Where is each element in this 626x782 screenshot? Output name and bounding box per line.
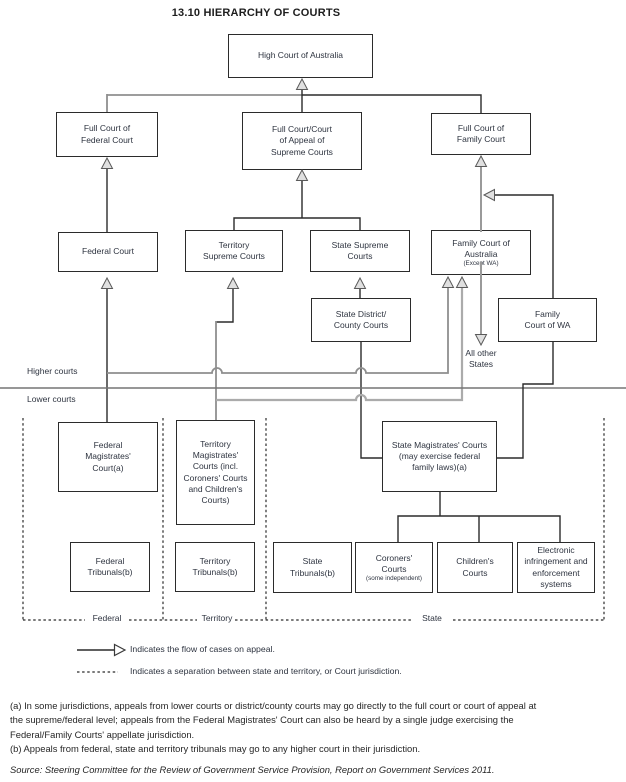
node-label: Children's Courts <box>456 556 494 578</box>
node-electronic-systems: Electronic infringement and enforcement … <box>517 542 595 593</box>
arrow-down-icon <box>474 334 488 347</box>
node-family-court-wa: Family Court of WA <box>498 298 597 342</box>
node-childrens-courts: Children's Courts <box>437 542 513 593</box>
arrow-up-icon <box>295 168 309 181</box>
node-territory-tribunals: Territory Tribunals(b) <box>175 542 255 592</box>
node-full-court-family: Full Court of Family Court <box>431 113 531 155</box>
all-other-states-label: All other States <box>465 348 497 369</box>
node-label: Electronic infringement and enforcement … <box>524 545 588 589</box>
node-full-court-federal: Full Court of Federal Court <box>56 112 158 157</box>
node-label: State District/ County Courts <box>333 308 389 330</box>
node-label: Federal Magistrates' Court(a) <box>85 440 131 473</box>
node-sublabel: (Except WA) <box>463 259 499 267</box>
arrow-up-icon <box>353 276 367 289</box>
group-label-state: State <box>422 613 442 623</box>
node-territory-magistrates-courts: Territory Magistrates' Courts (incl. Cor… <box>176 420 255 525</box>
node-label: State Supreme Courts <box>331 239 389 261</box>
higher-courts-label: Higher courts <box>27 366 78 376</box>
group-label-territory: Territory <box>201 613 233 623</box>
node-sublabel: (some independent) <box>365 574 422 582</box>
node-federal-tribunals: Federal Tribunals(b) <box>70 542 150 592</box>
arrow-up-icon <box>100 156 114 169</box>
arrow-up-icon <box>100 276 114 289</box>
node-label: State Tribunals(b) <box>289 556 336 578</box>
node-state-district-county-courts: State District/ County Courts <box>311 298 411 342</box>
lower-courts-label: Lower courts <box>27 394 76 404</box>
node-full-court-supreme: Full Court/Court of Appeal of Supreme Co… <box>242 112 362 170</box>
group-label-federal: Federal <box>92 613 122 623</box>
arrow-up-icon <box>455 275 469 288</box>
footnote-a: (a) In some jurisdictions, appeals from … <box>10 700 537 740</box>
node-federal-magistrates-court: Federal Magistrates' Court(a) <box>58 422 158 492</box>
arrow-up-icon <box>226 276 240 289</box>
node-label: Family Court of WA <box>524 308 571 330</box>
node-label: High Court of Australia <box>257 50 344 61</box>
arrow-up-icon <box>441 275 455 288</box>
node-state-tribunals: State Tribunals(b) <box>273 542 352 593</box>
node-label: Territory Magistrates' Courts (incl. Cor… <box>183 439 248 505</box>
node-state-magistrates-courts: State Magistrates' Courts (may exercise … <box>382 421 497 492</box>
node-high-court: High Court of Australia <box>228 34 373 78</box>
legend-arrow-text: Indicates the flow of cases on appeal. <box>130 644 275 654</box>
figure-title: 13.10 HIERARCHY OF COURTS <box>171 7 341 19</box>
source-line: Source: Steering Committee for the Revie… <box>10 764 495 775</box>
legend-dashed-text: Indicates a separation between state and… <box>130 666 402 676</box>
arrow-up-icon <box>295 77 309 90</box>
arrow-left-icon <box>482 188 495 202</box>
node-family-court-australia: Family Court of Australia(Except WA) <box>431 230 531 275</box>
footnote-b: (b) Appeals from federal, state and terr… <box>10 743 421 754</box>
node-federal-court: Federal Court <box>58 232 158 272</box>
node-label: Family Court of Australia <box>452 237 510 259</box>
node-label: Federal Tribunals(b) <box>87 555 133 577</box>
arrow-up-icon <box>474 154 488 167</box>
node-label: Federal Court <box>82 246 134 257</box>
node-label: Territory Supreme Courts <box>203 239 265 261</box>
node-label: Coroners' Courts <box>375 552 413 574</box>
node-label: Territory Tribunals(b) <box>192 555 238 577</box>
node-label: State Magistrates' Courts (may exercise … <box>391 439 488 473</box>
node-state-supreme-courts: State Supreme Courts <box>310 230 410 272</box>
node-label: Full Court/Court of Appeal of Supreme Co… <box>271 124 333 157</box>
arrow-right-icon <box>113 643 127 657</box>
node-territory-supreme-courts: Territory Supreme Courts <box>185 230 283 272</box>
node-label: Full Court of Family Court <box>456 122 506 144</box>
node-coroners-courts: Coroners' Courts(some independent) <box>355 542 433 593</box>
node-label: Full Court of Federal Court <box>81 123 133 145</box>
